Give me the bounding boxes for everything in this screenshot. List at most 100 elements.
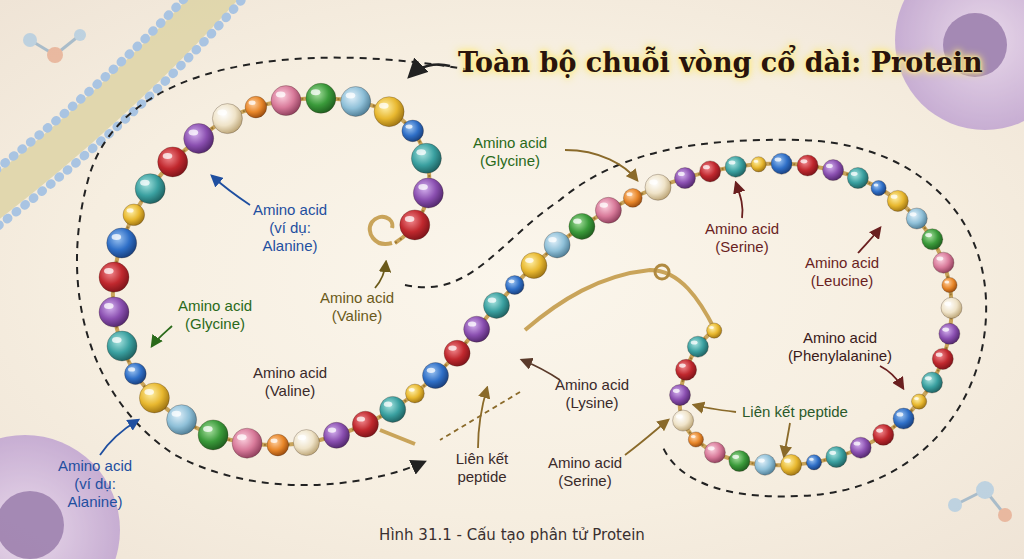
bead-highlight	[851, 172, 858, 176]
leader-lines	[100, 150, 903, 456]
bead-highlight	[758, 458, 765, 462]
bead-highlight	[357, 416, 365, 421]
amino-acid-bead	[107, 228, 137, 258]
bead-highlight	[311, 89, 321, 95]
amino-acid-bead	[99, 297, 129, 327]
bead-highlight	[112, 337, 122, 343]
amino-acid-bead	[755, 454, 776, 475]
bead-highlight	[678, 172, 685, 176]
title-arrow	[410, 64, 450, 76]
bead-highlight	[729, 160, 736, 164]
amino-acid-bead	[135, 174, 165, 204]
bead-highlight	[829, 451, 836, 455]
bead-highlight	[104, 303, 114, 309]
amino-acid-bead	[139, 383, 169, 413]
rope-end	[380, 430, 415, 444]
bead-highlight	[217, 110, 227, 116]
bead-highlight	[163, 153, 173, 159]
amino-acid-bead	[670, 385, 691, 406]
amino-acid-bead	[406, 384, 425, 403]
amino-acid-bead	[245, 96, 267, 118]
bead-highlight	[112, 234, 122, 240]
bead-highlight	[328, 428, 336, 433]
bead-highlight	[384, 402, 392, 407]
amino-acid-bead	[505, 276, 524, 295]
bead-highlight	[203, 426, 213, 432]
amino-acid-bead	[212, 104, 242, 134]
bead-highlight	[754, 160, 759, 163]
amino-acid-bead	[484, 292, 510, 318]
amino-acid-bead	[271, 86, 301, 116]
amino-acid-bead	[826, 447, 847, 468]
bead-highlight	[703, 165, 710, 169]
amino-acid-label: Amino acid (Glycine)	[460, 134, 560, 170]
amino-acid-bead	[99, 262, 129, 292]
amino-acid-bead	[198, 420, 228, 450]
amino-acid-bead	[423, 363, 449, 389]
bead-highlight	[237, 434, 247, 440]
bead-highlight	[379, 103, 389, 109]
bead-highlight	[418, 184, 428, 190]
amino-acid-bead	[873, 424, 894, 445]
amino-acid-label: Liên kết peptide	[730, 403, 860, 421]
amino-acid-bead	[380, 396, 406, 422]
amino-acid-bead	[675, 168, 696, 189]
bead-highlight	[140, 180, 150, 186]
bead-highlight	[525, 258, 533, 263]
amino-acid-bead	[595, 197, 621, 223]
amino-acid-bead	[806, 455, 821, 470]
bead-highlight	[709, 326, 714, 329]
bead-highlight	[346, 93, 356, 99]
amino-acid-bead	[623, 189, 642, 208]
amino-acid-bead	[324, 422, 350, 448]
bead-highlight	[468, 321, 476, 326]
amino-acid-label: Amino acid (Valine)	[240, 364, 340, 400]
amino-acid-label: Amino acid (Glycine)	[165, 297, 265, 333]
bead-highlight	[189, 130, 199, 136]
amino-acid-bead	[932, 348, 953, 369]
amino-acid-bead	[781, 454, 802, 475]
amino-acid-bead	[374, 97, 404, 127]
amino-acid-bead	[645, 174, 671, 200]
bead-highlight	[897, 412, 904, 416]
amino-acid-bead	[521, 253, 547, 279]
bead-highlight	[144, 389, 154, 395]
bead-highlight	[573, 219, 581, 224]
amino-acid-bead	[569, 213, 595, 239]
amino-acid-bead	[906, 208, 927, 229]
amino-acid-bead	[941, 297, 962, 318]
bead-highlight	[104, 268, 114, 274]
amino-acid-bead	[184, 124, 214, 154]
dashed-outline	[405, 140, 986, 497]
amino-acid-bead	[125, 363, 147, 385]
bead-highlight	[679, 364, 686, 368]
bead-highlight	[910, 212, 917, 216]
amino-acid-bead	[912, 394, 927, 409]
amino-acid-bead	[729, 451, 750, 472]
bead-highlight	[676, 414, 683, 418]
bead-highlight	[406, 124, 413, 128]
amino-acid-bead	[306, 83, 336, 113]
bead-highlight	[936, 353, 943, 357]
bead-highlight	[708, 446, 715, 450]
amino-acid-bead	[413, 178, 443, 208]
bead-highlight	[127, 208, 134, 212]
amino-acid-bead	[922, 372, 943, 393]
bead-highlight	[673, 389, 680, 393]
bead-highlight	[627, 192, 633, 196]
figure-caption: Hình 31.1 - Cấu tạo phân tử Protein	[379, 526, 645, 544]
molecule-icon	[23, 29, 1012, 522]
amino-acid-bead	[123, 204, 145, 226]
rope-twist	[113, 98, 951, 465]
bead-highlight	[409, 388, 415, 392]
bead-highlight	[876, 429, 883, 433]
bead-highlight	[732, 455, 739, 459]
bead-highlight	[691, 435, 696, 438]
bead-highlight	[925, 376, 932, 380]
amino-acid-bead	[939, 323, 960, 344]
amino-acid-label: Amino acid (Serine)	[692, 220, 792, 256]
amino-acid-bead	[352, 411, 378, 437]
bead-highlight	[775, 157, 782, 161]
amino-acid-bead	[232, 428, 262, 458]
